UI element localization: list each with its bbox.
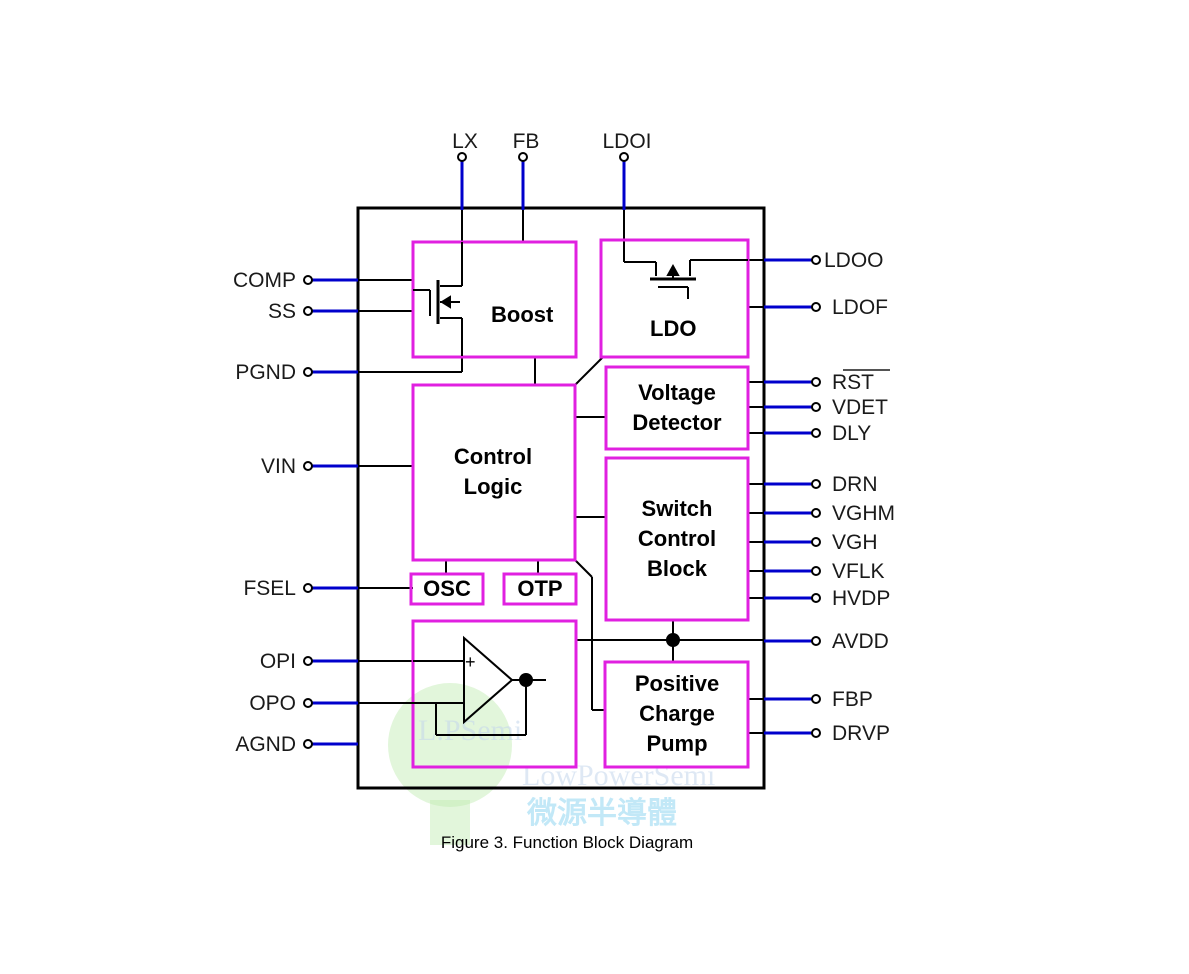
charge-pump-label-2: Charge <box>639 701 715 726</box>
pin-terminal-agnd <box>303 739 313 749</box>
charge-pump-label-1: Positive <box>635 671 719 696</box>
ldo-mosfet-symbol <box>624 259 748 299</box>
pin-label-agnd: AGND <box>235 733 296 756</box>
voltage-detector-label-2: Detector <box>632 410 722 435</box>
opamp-triangle <box>463 635 514 725</box>
watermark-bulb <box>388 683 512 807</box>
osc-block <box>409 572 485 606</box>
pin-label-vflk: VFLK <box>832 560 885 583</box>
watermark-logo-text: L.PSemi <box>418 714 522 747</box>
pin-label-ss: SS <box>268 300 296 323</box>
voltage-detector-block <box>604 365 750 451</box>
charge-pump-label-3: Pump <box>646 731 707 756</box>
control-logic-block <box>411 383 577 562</box>
pin-terminal-vghm <box>811 508 821 518</box>
pin-label-comp: COMP <box>233 269 296 292</box>
pin-terminal-ldof <box>811 302 821 312</box>
pin-terminal-vgh <box>811 537 821 547</box>
switch-control-label-3: Block <box>647 556 708 581</box>
block-labels: Boost LDO Voltage Detector Control Logic… <box>423 302 722 756</box>
osc-label: OSC <box>423 576 471 601</box>
pin-label-rst: RST <box>832 371 874 394</box>
pin-terminal-avdd <box>811 636 821 646</box>
pin-label-drvp: DRVP <box>832 722 890 745</box>
pin-label-ldoi: LDOI <box>602 130 651 153</box>
pin-terminal-rst <box>811 377 821 387</box>
control-logic-label-1: Control <box>454 444 532 469</box>
switch-control-block <box>604 456 750 622</box>
watermark-bulb-base <box>430 800 470 845</box>
pin-terminal-dly <box>811 428 821 438</box>
pin-label-vin: VIN <box>261 455 296 478</box>
switch-control-label-1: Switch <box>642 496 713 521</box>
pin-terminal-pgnd <box>303 367 313 377</box>
control-logic-label-2: Logic <box>464 474 523 499</box>
avdd-junction-node <box>666 633 680 647</box>
pin-label-vghm: VGHM <box>832 502 895 525</box>
opamp-block <box>411 619 578 769</box>
ldo-block <box>599 238 750 359</box>
pin-terminal-ldoo <box>811 255 821 265</box>
pin-label-opo: OPO <box>249 692 296 715</box>
charge-pump-block <box>603 660 750 769</box>
pin-label-lx: LX <box>452 130 478 153</box>
pin-label-opi: OPI <box>260 650 296 673</box>
pin-terminal-hvdp <box>811 593 821 603</box>
pins: LX FB LDOI COMP SS PGND VIN FSEL OPI OPO AGND LDOO L… <box>233 130 895 756</box>
pin-label-fb: FB <box>513 130 540 153</box>
voltage-detector-label-1: Voltage <box>638 380 716 405</box>
chip-outline <box>356 206 766 790</box>
boost-mosfet-symbol <box>413 242 463 356</box>
pin-terminal-fbp <box>811 694 821 704</box>
ldo-label: LDO <box>650 316 696 341</box>
internal-wiring <box>358 210 764 734</box>
pin-terminal-drn <box>811 479 821 489</box>
pin-label-pgnd: PGND <box>235 361 296 384</box>
otp-label: OTP <box>517 576 562 601</box>
pin-terminal-vflk <box>811 566 821 576</box>
pin-label-ldoo: LDOO <box>824 249 884 272</box>
pin-terminal-opi <box>303 656 313 666</box>
opamp-output-node <box>519 673 533 687</box>
opamp-symbol <box>358 635 546 736</box>
pin-terminal-vin <box>303 461 313 471</box>
pin-terminal-fsel <box>303 583 313 593</box>
pin-terminal-vdet <box>811 402 821 412</box>
opamp-plus-sign: + <box>465 652 476 672</box>
pin-terminal-ss <box>303 306 313 316</box>
pin-terminal-drvp <box>811 728 821 738</box>
pin-terminal-fb <box>518 152 528 162</box>
watermark-chinese-text: 微源半導體 <box>526 796 677 831</box>
blocks <box>409 238 750 769</box>
figure-caption: Figure 3. Function Block Diagram <box>441 833 693 852</box>
pin-label-vdet: VDET <box>832 396 888 419</box>
pin-label-ldof: LDOF <box>832 296 888 319</box>
pin-terminal-lx <box>457 152 467 162</box>
pin-terminal-opo <box>303 698 313 708</box>
pin-terminal-ldoi <box>619 152 629 162</box>
pin-label-vgh: VGH <box>832 531 878 554</box>
pin-label-fsel: FSEL <box>243 577 296 600</box>
pin-label-dly: DLY <box>832 422 871 445</box>
boost-label: Boost <box>491 302 554 327</box>
pin-terminal-comp <box>303 275 313 285</box>
switch-control-label-2: Control <box>638 526 716 551</box>
boost-block <box>411 240 578 359</box>
pin-label-hvdp: HVDP <box>832 587 890 610</box>
pin-label-fbp: FBP <box>832 688 873 711</box>
pin-label-drn: DRN <box>832 473 878 496</box>
otp-block <box>502 572 578 606</box>
pin-label-avdd: AVDD <box>832 630 889 653</box>
